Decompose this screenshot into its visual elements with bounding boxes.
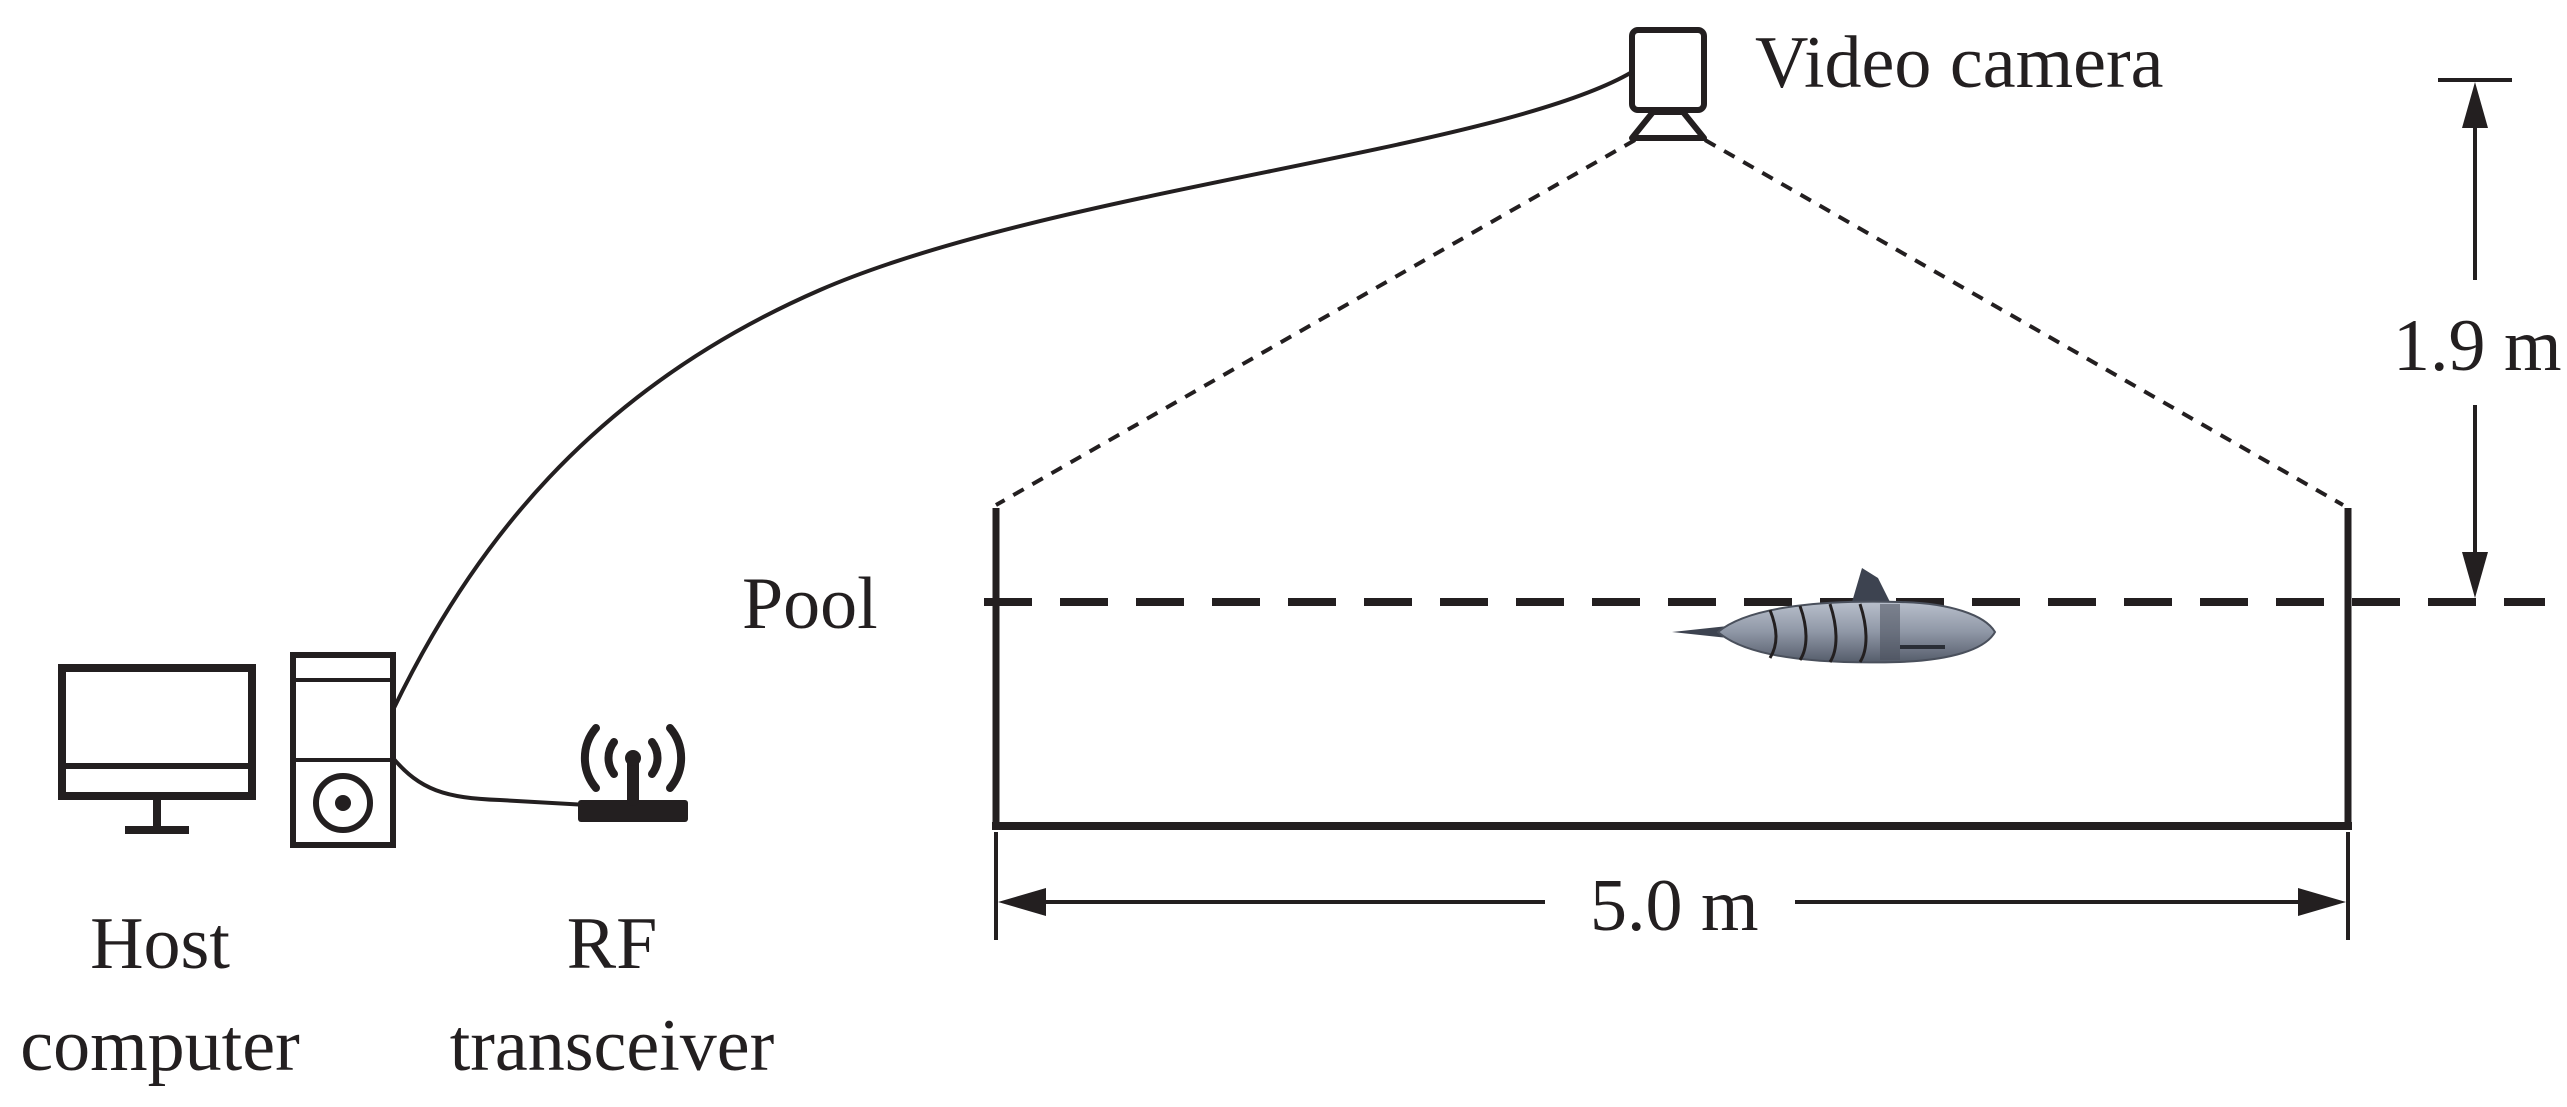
pool-tank: [992, 508, 2352, 830]
rf-label-line2: transceiver: [450, 1005, 775, 1087]
camera-view-right: [1704, 138, 2344, 507]
rf-antenna-icon: [578, 724, 688, 822]
robotic-fish-icon: [1672, 568, 1997, 664]
video-camera-label: Video camera: [1755, 22, 2163, 104]
host-label-line1: Host: [90, 903, 230, 985]
rf-label-line1: RF: [567, 903, 658, 985]
camera-view-left: [995, 138, 1636, 507]
computer-tower-icon: [290, 652, 396, 848]
width-dimension: [994, 832, 2350, 940]
monitor-icon: [58, 664, 256, 834]
video-camera-icon: [1629, 27, 1707, 141]
height-label: 1.9 m: [2393, 305, 2562, 387]
height-dimension: [2438, 78, 2512, 598]
camera-cable: [391, 70, 1634, 711]
host-label-line2: computer: [20, 1005, 299, 1087]
width-label: 5.0 m: [1590, 865, 1759, 947]
pool-label: Pool: [742, 563, 878, 645]
